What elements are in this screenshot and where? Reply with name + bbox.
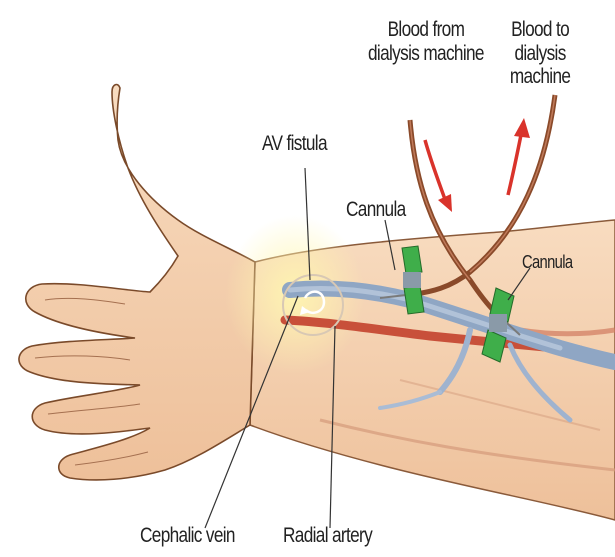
- arrow-blood-to-head: [514, 118, 530, 138]
- hand: [19, 85, 255, 480]
- label-cannula-right: Cannula: [522, 252, 572, 272]
- label-cephalic-vein: Cephalic vein: [140, 524, 235, 548]
- label-cannula-left: Cannula: [346, 198, 406, 222]
- label-av-fistula: AV fistula: [262, 132, 327, 156]
- cannula-right-hub: [489, 314, 507, 332]
- label-radial-artery: Radial artery: [283, 524, 372, 548]
- label-blood-from-text: Blood from dialysis machine: [368, 18, 484, 65]
- label-blood-to-text: Blood to dialysis machine: [488, 18, 592, 89]
- label-blood-from: Blood from dialysis machine: [368, 18, 484, 65]
- arrow-blood-from: [425, 140, 447, 205]
- arrow-blood-to: [508, 130, 522, 195]
- cannula-left-wing-bottom: [404, 286, 424, 314]
- cannula-left-hub: [403, 272, 421, 288]
- cannula-left-wing-top: [402, 246, 422, 274]
- label-blood-to: Blood to dialysis machine: [488, 18, 592, 89]
